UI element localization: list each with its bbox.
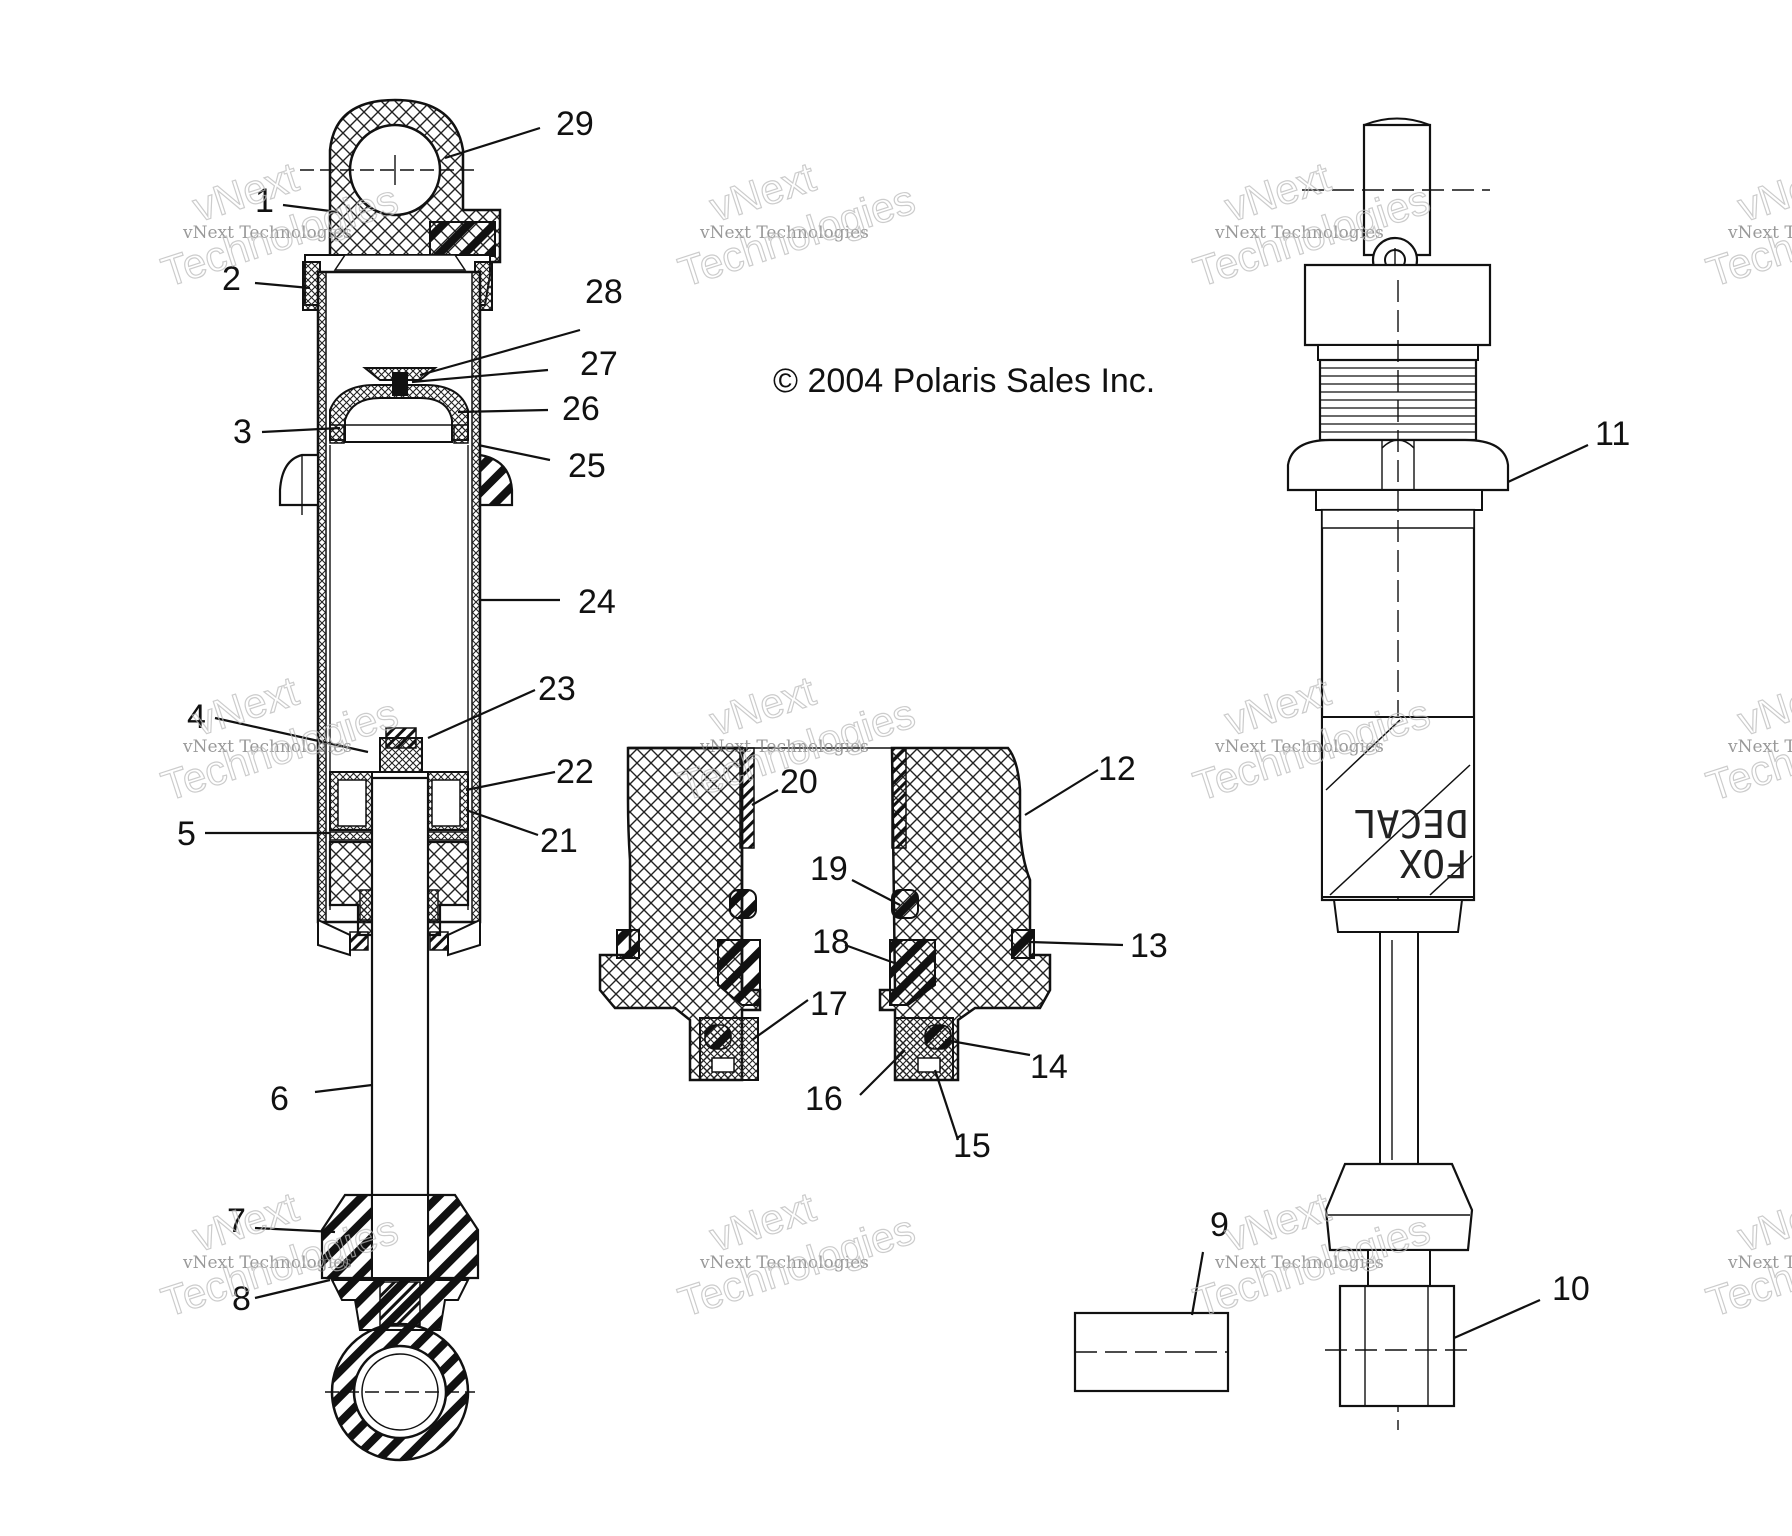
svg-text:vNext: vNext: [1732, 667, 1792, 745]
callout-22: 22: [556, 753, 594, 791]
svg-text:vNext Technologies: vNext Technologies: [699, 737, 869, 757]
leader-lines: [205, 126, 1589, 1340]
watermark: vNext Technologies vNext Technologies: [672, 1182, 921, 1326]
callout-12: 12: [1098, 750, 1136, 788]
callout-27: 27: [580, 345, 618, 383]
watermark: vNext Technologies vNext Technologies: [1700, 152, 1792, 296]
svg-text:vNext: vNext: [1732, 1183, 1792, 1261]
callout-13: 13: [1130, 927, 1168, 965]
callout-17: 17: [810, 985, 848, 1023]
svg-text:vNext Technologies: vNext Technologies: [1727, 1253, 1792, 1273]
callout-8: 8: [232, 1280, 251, 1318]
svg-text:vNext Technologies: vNext Technologies: [1214, 737, 1384, 757]
callout-16: 16: [805, 1080, 843, 1118]
copyright-notice: © 2004 Polaris Sales Inc.: [773, 362, 1155, 400]
callout-24: 24: [578, 583, 616, 621]
svg-text:vNext: vNext: [1732, 153, 1792, 231]
callout-23: 23: [538, 670, 576, 708]
callout-25: 25: [568, 447, 606, 485]
callout-19: 19: [810, 850, 848, 888]
callout-15: 15: [953, 1127, 991, 1165]
svg-text:vNext Technologies: vNext Technologies: [182, 737, 352, 757]
svg-text:vNext Technologies: vNext Technologies: [1214, 1253, 1384, 1273]
callout-29: 29: [556, 105, 594, 143]
callout-18: 18: [812, 923, 850, 961]
watermark: vNext Technologies vNext Technologies: [1700, 666, 1792, 810]
seal-head-detail: [598, 746, 1052, 1082]
bushing: [1073, 1311, 1230, 1393]
callout-14: 14: [1030, 1048, 1068, 1086]
svg-text:vNext Technologies: vNext Technologies: [182, 223, 352, 243]
decal-text-line2: FOX: [1399, 841, 1468, 885]
callout-26: 26: [562, 390, 600, 428]
callout-21: 21: [540, 822, 578, 860]
callout-4: 4: [187, 698, 206, 736]
callout-9: 9: [1210, 1206, 1229, 1244]
svg-text:vNext Technologies: vNext Technologies: [182, 1253, 352, 1273]
callout-1: 1: [255, 182, 274, 220]
decal-text-line1: DECAL: [1354, 801, 1468, 845]
callout-7: 7: [227, 1202, 246, 1240]
svg-text:vNext Technologies: vNext Technologies: [699, 223, 869, 243]
watermark: vNext Technologies vNext Technologies: [672, 152, 921, 296]
svg-text:vNext Technologies: vNext Technologies: [1727, 223, 1792, 243]
svg-text:vNext Technologies: vNext Technologies: [699, 1253, 869, 1273]
callout-5: 5: [177, 815, 196, 853]
watermark: vNext Technologies vNext Technologies: [1700, 1182, 1792, 1326]
callout-10: 10: [1552, 1270, 1590, 1308]
svg-text:vNext Technologies: vNext Technologies: [1727, 737, 1792, 757]
shock-cross-section: [278, 98, 514, 1462]
callout-6: 6: [270, 1080, 289, 1118]
callouts: 1 2 3 4 5 6 7 8 9 10 11 12 13 14 15 16 1…: [177, 105, 1630, 1318]
callout-20: 20: [780, 763, 818, 801]
svg-text:vNext Technologies: vNext Technologies: [1214, 223, 1384, 243]
callout-28: 28: [585, 273, 623, 311]
callout-2: 2: [222, 260, 241, 298]
callout-11: 11: [1595, 415, 1630, 453]
shock-external-view: DECAL FOX: [1286, 117, 1510, 1430]
callout-3: 3: [233, 413, 252, 451]
